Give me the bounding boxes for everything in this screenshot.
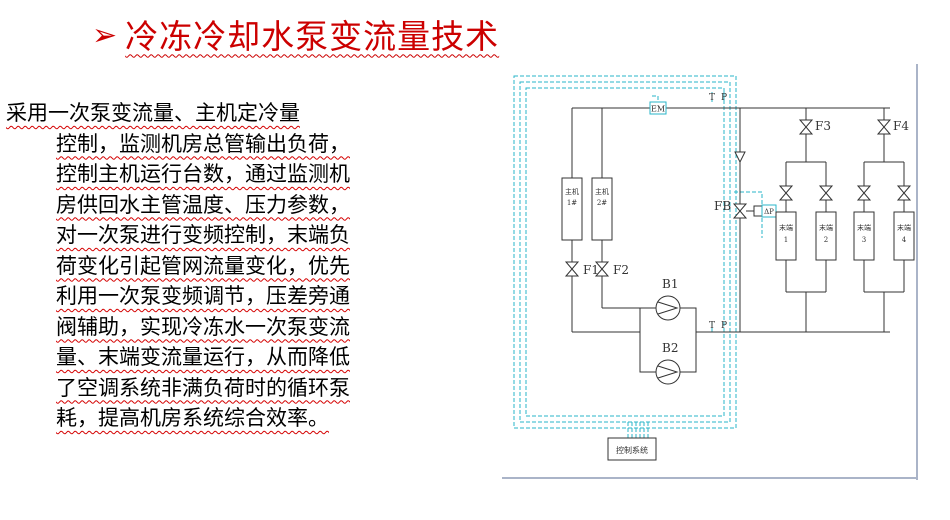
chilled-water-system-diagram: EM T P T P 主机 1# 主机 2# F1 F2 B1 B2 FB ΔP… (502, 64, 918, 480)
pump-b2-arrow-icon (657, 365, 679, 379)
body-line: 控制，监测机房总管输出负荷， (56, 131, 350, 156)
body-line: 荷变化引起管网流量变化，优先 (56, 253, 350, 278)
body-line: 量、末端变流量运行，从而降低 (56, 345, 350, 369)
chiller-1-box (561, 177, 583, 241)
control-signal-lines (513, 75, 763, 438)
valve-f3-label: F3 (815, 119, 831, 133)
pump-b2-label: B2 (662, 341, 678, 355)
valve-f4-icon (876, 119, 892, 135)
body-line: 利用一次泵变频调节，压差旁通 (56, 284, 350, 308)
chiller-2-box (591, 177, 613, 241)
valve-fb-icon (732, 203, 748, 219)
terminal-4-valve-icon (896, 185, 912, 201)
control-loop-inner (525, 87, 725, 417)
body-paragraph: 采用一次泵变流量、主机定冷量 控制，监测机房总管输出负荷， 控制主机运行台数，通… (6, 98, 446, 434)
title-arrow-bullet-icon: ➢ (92, 18, 118, 53)
terminal-2-box (815, 211, 837, 261)
terminal-3-number: 3 (862, 236, 866, 244)
chiller-2-label: 主机 (595, 187, 609, 196)
valve-fb-label: FB (714, 199, 731, 213)
valve-f3-icon (798, 119, 814, 135)
terminal-3-label: 末端 (857, 223, 871, 232)
control-link-fb (734, 191, 763, 238)
pump-b1-icon (655, 295, 681, 321)
terminal-4-box (893, 211, 915, 261)
temperature-sensor-bottom-label: T (709, 321, 715, 331)
valve-f1-icon (564, 261, 580, 277)
body-line: 了空调系统非满负荷时的循环泵 (56, 375, 350, 400)
body-line: 房供回水主管温度、压力参数， (56, 192, 350, 217)
terminal-1-valve-icon (778, 185, 794, 201)
temperature-sensor-top-label: T (709, 93, 715, 103)
energy-meter-box (649, 101, 667, 115)
body-line: 控制主机运行台数，通过监测机 (56, 162, 350, 186)
fb-actuator-box (753, 205, 763, 217)
body-line: 对一次泵进行变频控制，末端负 (56, 223, 350, 247)
body-line: 耗，提高机房系统综合效率。 (56, 406, 329, 430)
energy-meter-label: EM (651, 105, 665, 114)
control-loop-mid (519, 81, 731, 423)
terminal-2-label: 末端 (819, 223, 833, 232)
chiller-2-number: 2# (597, 199, 607, 207)
pump-b2-icon (655, 359, 681, 385)
chiller-1-number: 1# (567, 199, 577, 207)
pressure-sensor-top-label: P (721, 93, 727, 103)
terminal-3-box (853, 211, 875, 261)
control-loop-outer (513, 75, 737, 429)
pump-b1-arrow-icon (657, 301, 679, 315)
flow-direction-arrow-icon (734, 151, 746, 164)
valve-f2-label: F2 (613, 263, 629, 277)
slide-title: ➢ 冷冻冷却水泵变流量技术 (92, 12, 499, 60)
valve-f2-icon (594, 261, 610, 277)
differential-pressure-sensor-box (761, 204, 777, 218)
valve-f4-label: F4 (893, 119, 909, 133)
control-system-label: 控制系统 (616, 445, 648, 455)
control-system-box (607, 437, 657, 461)
terminal-3-valve-icon (856, 185, 872, 201)
chiller-1-label: 主机 (565, 187, 579, 196)
differential-pressure-label: ΔP (764, 208, 774, 216)
valve-f1-label: F1 (583, 263, 599, 277)
terminal-1-box (775, 211, 797, 261)
body-line: 采用一次泵变流量、主机定冷量 (6, 101, 300, 125)
title-text: 冷冻冷却水泵变流量技术 (125, 16, 500, 56)
terminal-1-label: 末端 (779, 223, 793, 232)
terminal-2-valve-icon (818, 185, 834, 201)
terminal-4-label: 末端 (897, 223, 911, 232)
terminal-4-number: 4 (902, 236, 907, 244)
pump-b1-label: B1 (662, 277, 678, 291)
terminal-1-number: 1 (784, 236, 788, 244)
pressure-sensor-bottom-label: P (721, 321, 727, 331)
body-line: 阀辅助，实现冷冻水一次泵变流 (56, 314, 350, 339)
terminal-2-number: 2 (824, 236, 828, 244)
